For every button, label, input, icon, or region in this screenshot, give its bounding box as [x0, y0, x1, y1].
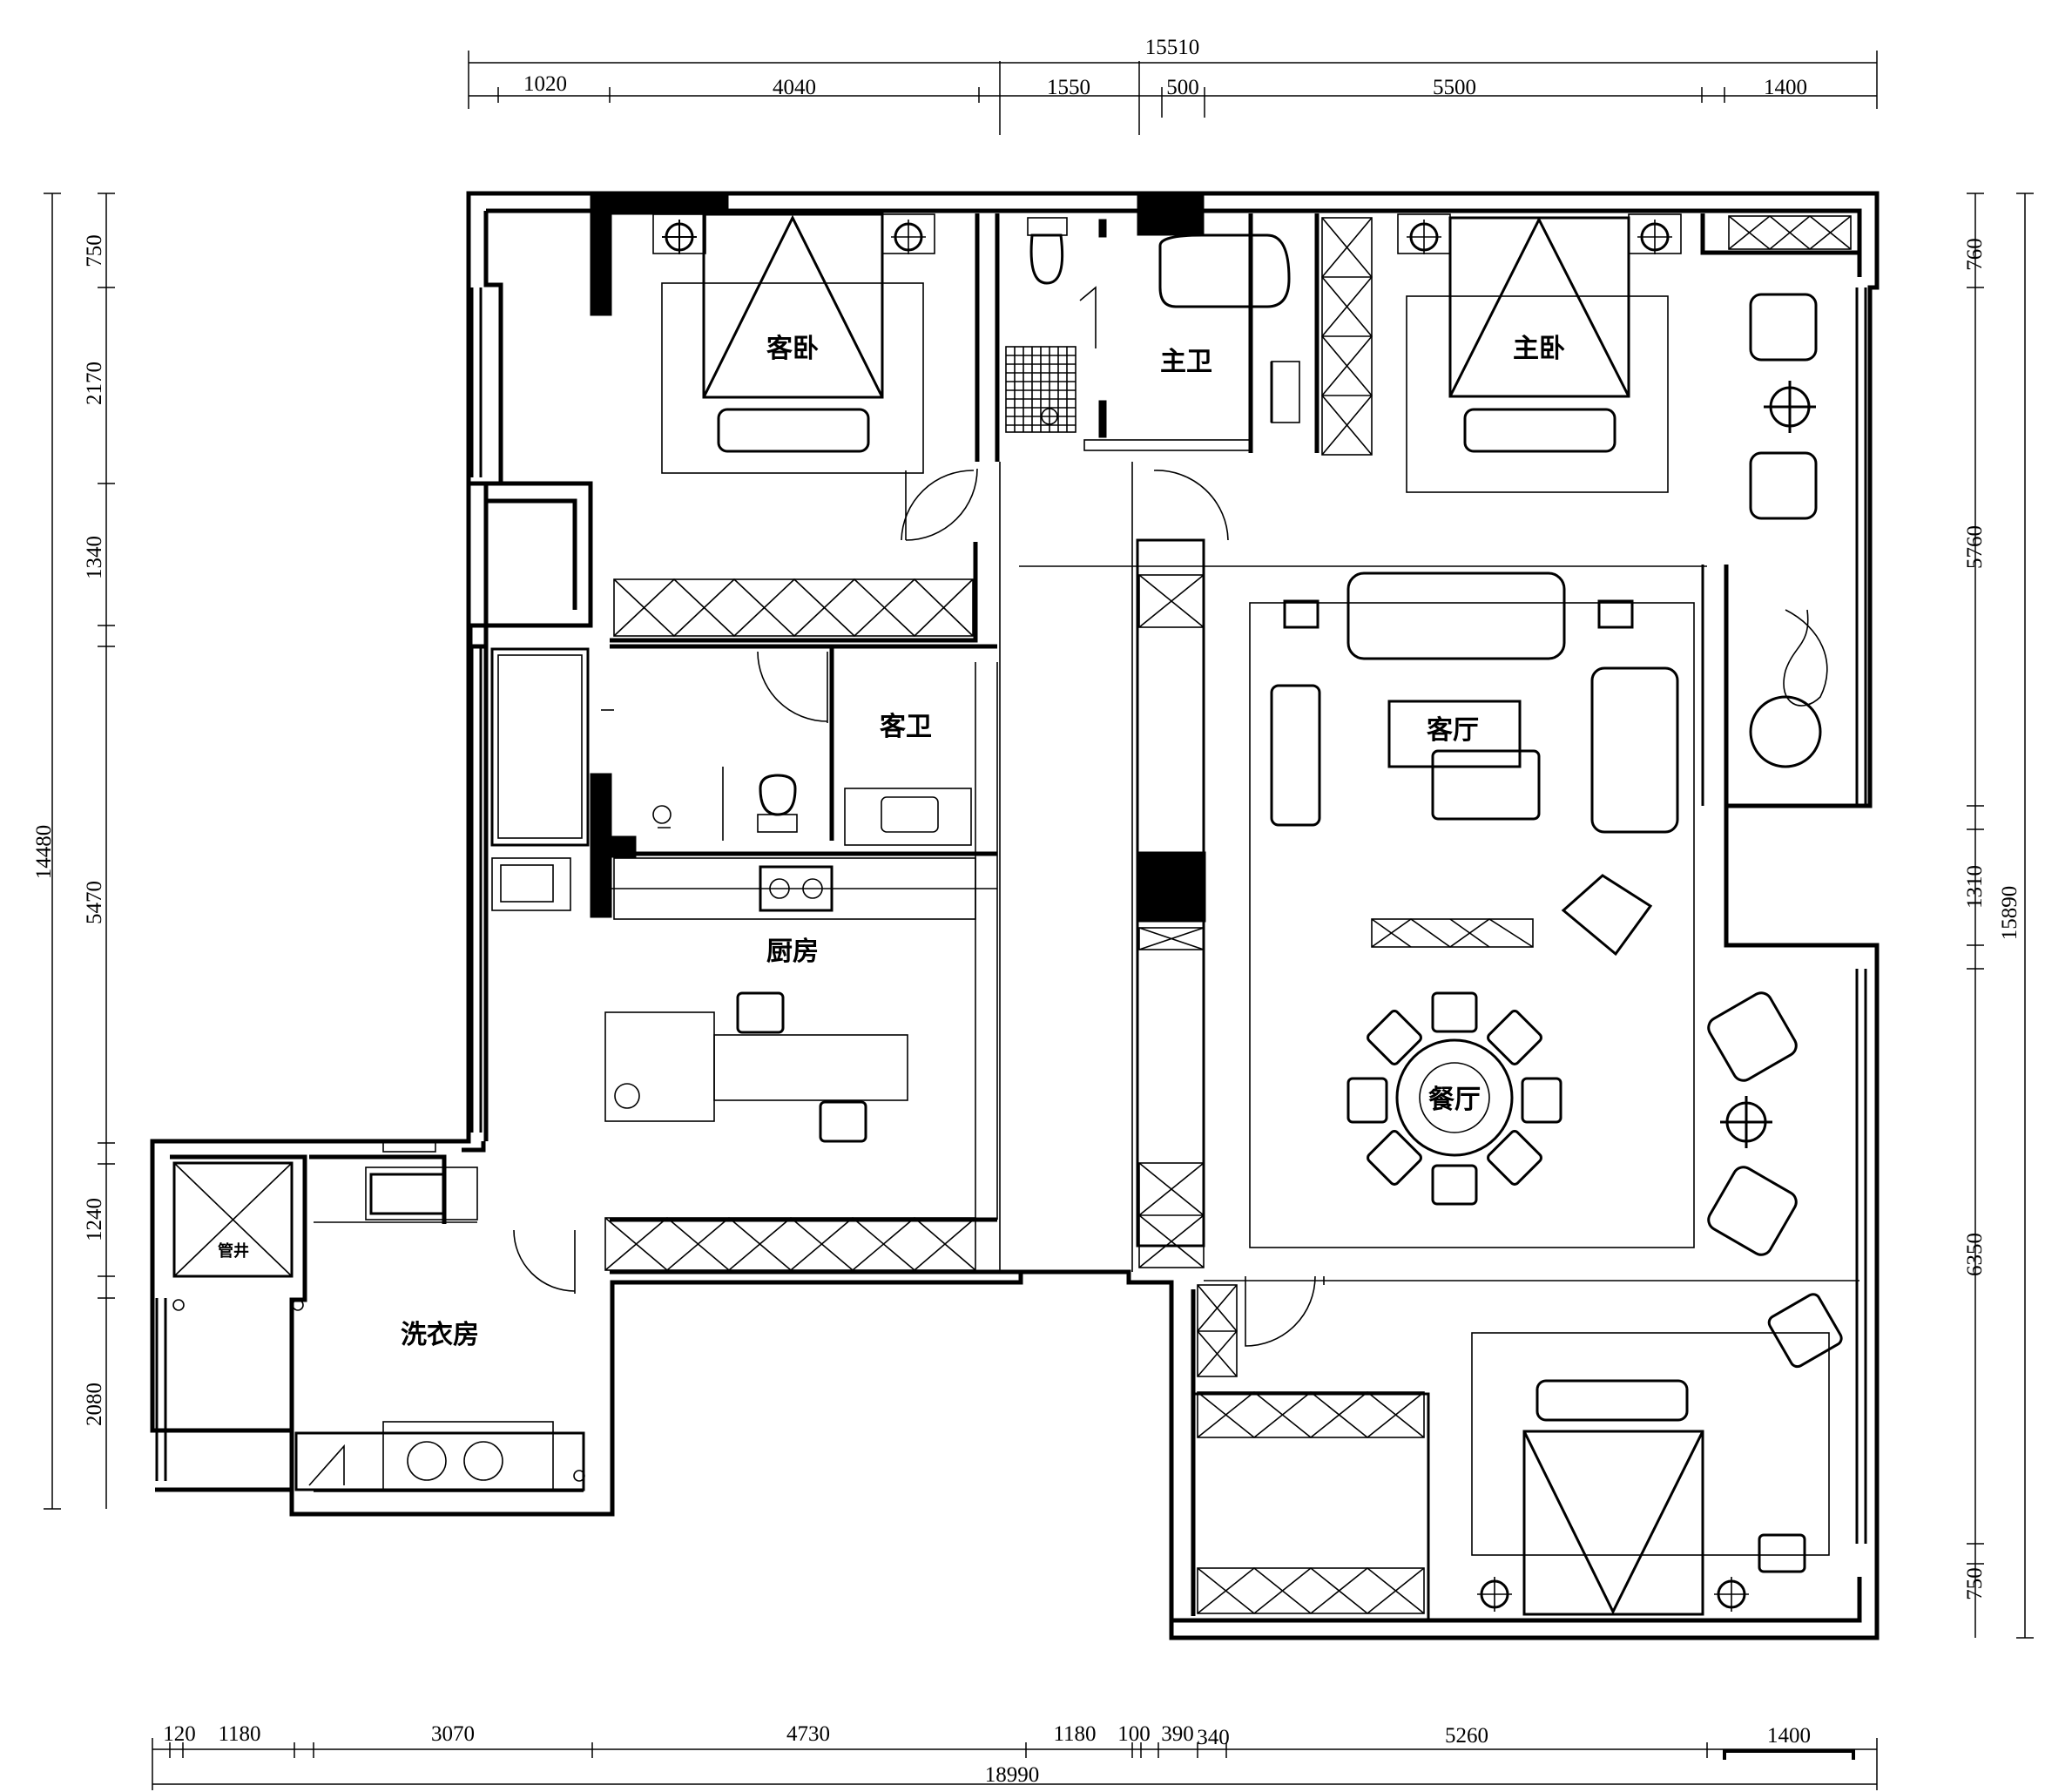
lower-bed — [1471, 1332, 1830, 1616]
kitchen-label: 厨房 — [766, 937, 819, 967]
living-room-label: 客厅 — [1427, 715, 1479, 746]
left-dim-1: 750 — [83, 234, 106, 267]
dining-label: 餐厅 — [1428, 1085, 1481, 1115]
bottom-dim-6: 100 — [1117, 1722, 1151, 1746]
lamp-icons — [662, 220, 1816, 1612]
left-dim-3: 1340 — [83, 536, 106, 579]
top-dim-5: 5500 — [1433, 76, 1476, 99]
master-bath-label: 主卫 — [1160, 347, 1212, 377]
left-dim-2: 2170 — [83, 362, 106, 405]
left-overall-dim: 14480 — [32, 825, 56, 880]
top-dimensions: 15510 1020 4040 1550 500 5500 1400 — [468, 36, 1878, 135]
bottom-dim-1: 120 — [163, 1722, 196, 1746]
right-dim-2: 5760 — [1963, 525, 1987, 569]
right-dim-4: 6350 — [1963, 1233, 1987, 1276]
bottom-dim-8: 340 — [1197, 1726, 1230, 1749]
guest-bedroom-label: 客卧 — [766, 334, 819, 364]
top-dim-3: 1550 — [1047, 76, 1090, 99]
laundry-fixtures — [172, 1140, 585, 1491]
room-labels: 客卧 主卫 主卧 客卫 客厅 厨房 餐厅 洗衣房 管井 — [218, 334, 1565, 1350]
exterior-walls — [150, 191, 1880, 1640]
bottom-dim-5: 1180 — [1053, 1722, 1096, 1746]
master-bed — [1397, 213, 1682, 493]
bottom-dim-4: 4730 — [786, 1722, 830, 1746]
left-dim-4: 5470 — [83, 881, 106, 924]
kitchen-fixtures — [604, 857, 976, 1143]
top-overall-dim: 15510 — [1145, 36, 1200, 59]
guest-bath-label: 客卫 — [880, 712, 932, 742]
bottom-dim-9: 5260 — [1445, 1724, 1488, 1748]
bottom-dim-7: 390 — [1161, 1722, 1194, 1746]
shaft-label: 管井 — [218, 1241, 249, 1261]
top-dim-4: 500 — [1166, 76, 1199, 99]
bottom-dim-2: 1180 — [218, 1722, 260, 1746]
guest-bed — [652, 213, 935, 474]
living-dining-furniture — [1249, 293, 1843, 1573]
bottom-dimensions: 120 1180 3070 4730 1180 100 390 340 5260… — [152, 1722, 1878, 1790]
bottom-dim-3: 3070 — [431, 1722, 475, 1746]
bottom-overall-dim: 18990 — [985, 1763, 1040, 1787]
top-dim-6: 1400 — [1764, 76, 1807, 99]
master-bath-fixtures — [1005, 217, 1300, 451]
guest-bath-fixtures — [490, 647, 972, 911]
interior-walls — [314, 213, 1859, 1620]
right-dim-3: 1310 — [1963, 865, 1987, 909]
right-overall-dim: 15890 — [1998, 886, 2021, 941]
structural-columns — [590, 193, 1206, 923]
left-dimensions: 14480 750 2170 1340 5470 1240 2080 — [32, 193, 115, 1510]
storage-cabinets — [172, 214, 1852, 1615]
doors — [513, 468, 1325, 1347]
bottom-dim-10: 1400 — [1767, 1724, 1811, 1748]
left-dim-5: 1240 — [83, 1198, 106, 1241]
top-dim-2: 4040 — [773, 76, 816, 99]
right-dim-1: 760 — [1963, 238, 1987, 271]
top-dim-1: 1020 — [523, 72, 567, 96]
laundry-label: 洗衣房 — [401, 1320, 479, 1350]
right-dimensions: 760 5760 1310 15890 6350 750 — [1963, 193, 2034, 1639]
master-bedroom-label: 主卧 — [1513, 334, 1565, 364]
left-dim-6: 2080 — [83, 1383, 106, 1426]
right-dim-5: 750 — [1963, 1567, 1987, 1600]
